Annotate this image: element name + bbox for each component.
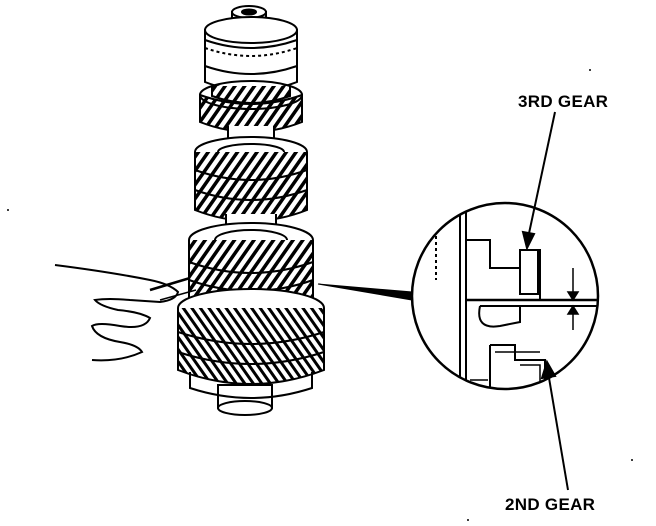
second-gear-leader bbox=[547, 371, 569, 491]
hand-with-feeler-gauge bbox=[54, 264, 197, 362]
detail-pointer bbox=[317, 283, 413, 301]
second-gear-label: 2ND GEAR bbox=[505, 495, 596, 514]
gear-top bbox=[199, 80, 303, 133]
leader-lines bbox=[521, 111, 569, 491]
third-gear-leader bbox=[527, 111, 556, 239]
second-gear bbox=[177, 288, 325, 399]
shaft-bottom bbox=[217, 384, 273, 416]
clearance-dimension bbox=[560, 268, 585, 330]
magnified-detail bbox=[410, 201, 600, 391]
gear-shaft-assembly bbox=[177, 5, 325, 416]
third-gear-label: 3RD GEAR bbox=[518, 92, 609, 111]
synchro-hub-top bbox=[204, 16, 298, 104]
gear-upper-middle bbox=[194, 136, 308, 222]
scan-specks bbox=[7, 69, 633, 521]
